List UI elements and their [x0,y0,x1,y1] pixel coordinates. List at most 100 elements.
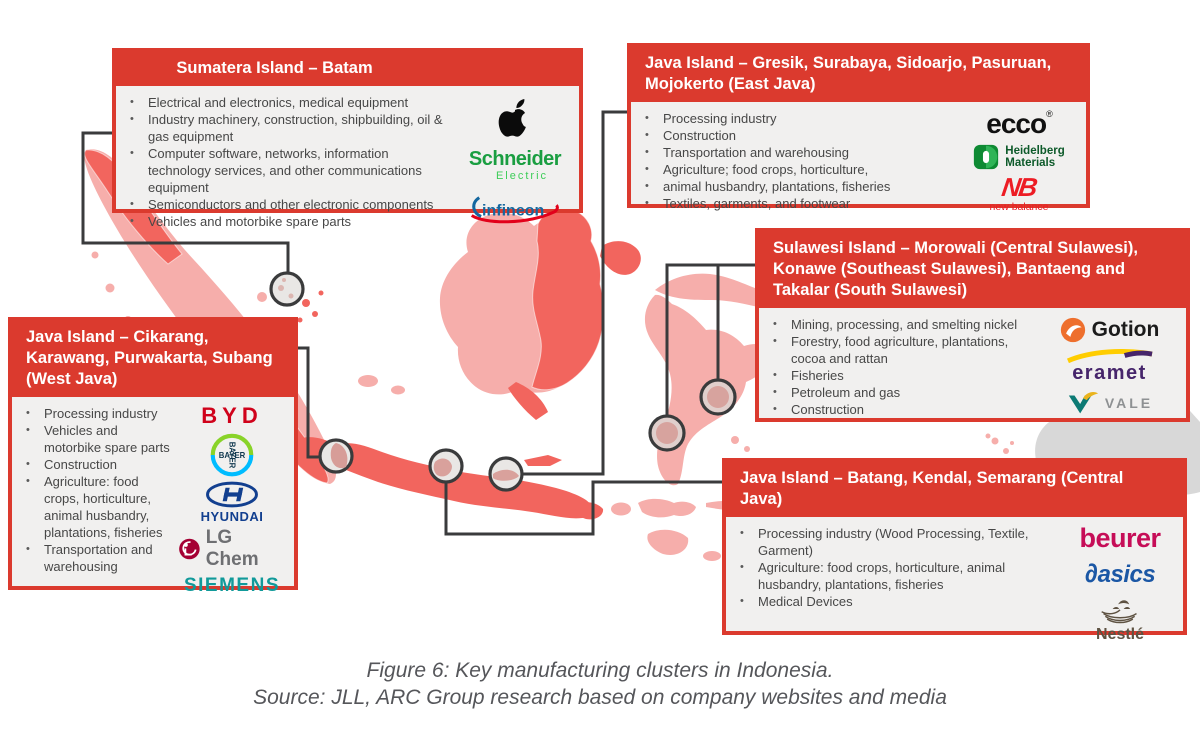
logo-column: Gotion eramet VALE [1041,314,1178,418]
byd-logo: BYD [201,403,263,428]
connector-sulawesi-a [665,263,757,415]
connector-west-java [296,346,319,459]
bullet-item: Vehicles and motorbike spare parts [16,422,174,456]
bullet-item: Forestry, food agriculture, plantations,… [763,333,1037,367]
cluster-box-sulawesi: Sulawesi Island – Morowali (Central Sula… [755,228,1190,422]
bullet-item: Medical Devices [730,593,1061,610]
bayer-logo-icon: BAYER BAYER [210,433,254,477]
island-sulawesi-northwest-tip [600,241,641,275]
bullet-item: Construction [16,456,174,473]
bayer-wordmark-vertical: BAYER [227,442,236,469]
cluster-bullet-list: Processing industry Construction Transpo… [635,108,960,213]
bullet-item: Petroleum and gas [763,384,1037,401]
asics-logo: ∂ asics [1084,558,1156,589]
schneider-electric-logo: Schneider Electric [468,147,562,182]
connector-batam [81,131,290,272]
lg-chem-logo: LG Chem [178,527,286,571]
nestle-logo: Nestlé [1096,593,1144,644]
cluster-box-sumatera-batam: Sumatera Island – Batam Electrical and e… [112,48,583,230]
bullet-item: Construction [763,401,1037,418]
hyundai-wordmark: HYUNDAI [200,509,264,524]
new-balance-logo: NB new balance [989,172,1049,213]
ecco-logo: ecco ® [986,108,1053,140]
schneider-wordmark: Schneider [468,147,562,170]
schneider-electric-text: Electric [495,169,549,182]
registered-mark-icon: ® [1046,109,1053,119]
cluster-box-title: Sumatera Island – Batam [116,52,579,86]
logo-column: ecco ® Heidelberg Materials NB [960,108,1078,213]
islands-maluku [731,433,1014,454]
bullet-item: Processing industry (Wood Processing, Te… [730,525,1061,559]
cluster-box-title: Java Island – Gresik, Surabaya, Sidoarjo… [631,47,1086,102]
bullet-item: Vehicles and motorbike spare parts [120,213,455,230]
cluster-box-east-java: Java Island – Gresik, Surabaya, Sidoarjo… [627,43,1090,212]
figure-caption-line2: Source: JLL, ARC Group research based on… [253,686,947,709]
connector-central-java [444,480,724,536]
asics-spiral-icon: ∂ [1084,558,1098,588]
island-madura [524,455,562,466]
beurer-logo: beurer [1079,523,1161,553]
gotion-wordmark: Gotion [1091,317,1160,341]
logo-column: BYD BAYER BAYER [178,403,286,597]
lg-chem-wordmark: LG Chem [205,527,259,570]
bullet-item: Industry machinery, construction, shipbu… [120,111,455,145]
cluster-box-central-java: Java Island – Batang, Kendal, Semarang (… [722,458,1187,643]
bayer-wordmark-horizontal: BAYER [219,451,246,460]
nestle-wordmark: Nestlé [1095,626,1145,643]
logo-column: Schneider Electric infineon [459,92,571,230]
bullet-item: Agriculture: food crops, horticulture, a… [730,559,1061,593]
vale-logo: VALE [1066,390,1153,416]
vale-wordmark: VALE [1104,394,1154,411]
cluster-box-title: Sulawesi Island – Morowali (Central Sula… [759,232,1186,308]
islands-bangka-belitung [358,375,405,395]
bullet-item: animal husbandry, plantations, fisheries [635,178,956,195]
islands-riau-batam [257,290,324,323]
heidelberg-materials-logo: Heidelberg Materials [973,144,1065,170]
bullet-item: Textiles, garments, and footwear [635,195,956,212]
eramet-swoosh-icon [1066,349,1152,363]
logo-column: beurer ∂ asics [1065,523,1175,644]
island-kalimantan-east-province [531,207,605,391]
heidelberg-wordmark-line2: Materials [1005,157,1056,169]
ecco-wordmark: ecco [986,108,1047,139]
heidelberg-wordmark-line1: Heidelberg [1005,145,1065,157]
bullet-item: Electrical and electronics, medical equi… [120,94,455,111]
heidelberg-icon [974,144,999,170]
eramet-wordmark: eramet [1072,362,1147,384]
cluster-bullet-list: Mining, processing, and smelting nickel … [763,314,1041,418]
connector-east-java [523,110,629,476]
new-balance-wordmark: new balance [989,201,1049,213]
asics-wordmark: asics [1097,561,1156,588]
infineon-wordmark: infineon [482,202,544,219]
figure-caption-line1: Figure 6: Key manufacturing clusters in … [366,659,834,682]
vale-icon [1068,391,1098,413]
bullet-item: Mining, processing, and smelting nickel [763,316,1037,333]
cluster-bullet-list: Electrical and electronics, medical equi… [120,92,459,230]
gotion-logo: Gotion [1060,317,1160,343]
map-marker-batam [269,271,305,307]
hyundai-logo: HYUNDAI [201,481,264,523]
bullet-item: Agriculture; food crops, horticulture, [635,161,956,178]
bullet-item: Processing industry [635,110,956,127]
cluster-bullet-list: Processing industry (Wood Processing, Te… [730,523,1065,644]
hyundai-icon [206,481,258,508]
figure-caption: Figure 6: Key manufacturing clusters in … [0,657,1200,711]
marker-land-tints [278,278,729,481]
lg-symbol-icon [179,538,200,560]
cluster-bullet-list: Processing industry Vehicles and motorbi… [16,403,178,597]
cluster-box-title: Java Island – Cikarang, Karawang, Purwak… [12,321,294,397]
bullet-item: Computer software, networks, information… [120,145,455,196]
gotion-icon [1060,317,1085,342]
apple-logo-icon [498,98,532,138]
bullet-item: Fisheries [763,367,1037,384]
bullet-item: Transportation and warehousing [635,144,956,161]
nestle-nest-icon [1101,600,1137,624]
bullet-item: Semiconductors and other electronic comp… [120,196,455,213]
cluster-box-title: Java Island – Batang, Kendal, Semarang (… [726,462,1183,517]
cluster-box-west-java: Java Island – Cikarang, Karawang, Purwak… [8,317,298,596]
infineon-logo: infineon [465,192,565,224]
bullet-item: Processing industry [16,405,174,422]
siemens-logo: SIEMENS [183,575,281,596]
island-bali [575,502,604,520]
